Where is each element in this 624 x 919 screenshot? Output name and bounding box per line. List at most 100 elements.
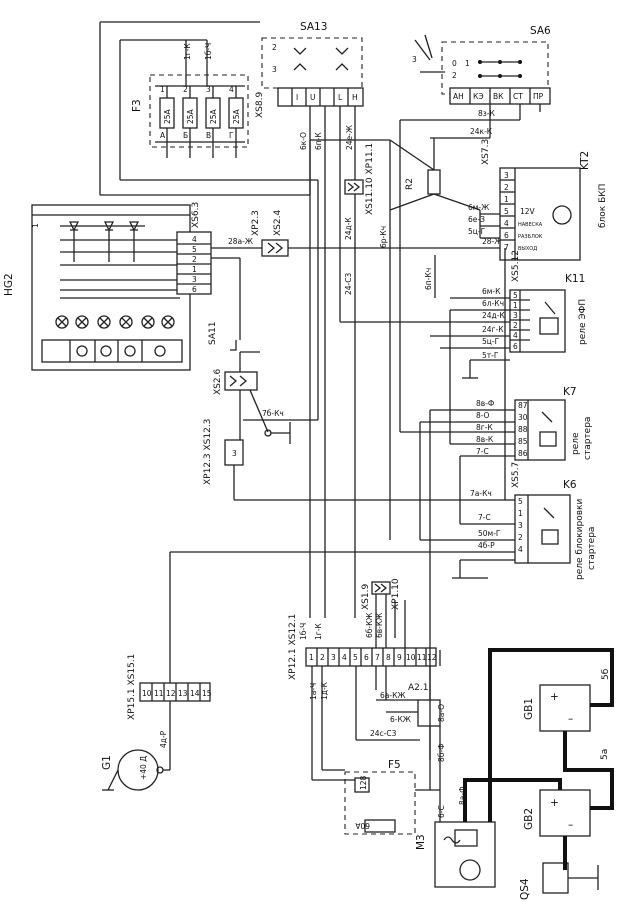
svg-text:ВЫХОД: ВЫХОД <box>518 246 537 252</box>
svg-text:2: 2 <box>513 321 518 330</box>
m3-label: M3 <box>415 834 427 850</box>
kt2-desc: блок БКП <box>598 184 608 228</box>
xp121-connector: XP12.1 XS12.1 1 2 3 4 5 6 7 8 9 10 11 12… <box>288 614 441 780</box>
k7-desc-2: стартера <box>583 417 593 460</box>
svg-text:Г: Г <box>229 131 234 140</box>
xp151-connector: XP15.1 XS15.1 10 11 12 13 14 15 4д-Р <box>127 552 212 760</box>
svg-text:3: 3 <box>232 449 237 458</box>
svg-text:7: 7 <box>375 653 380 662</box>
svg-text:4: 4 <box>342 653 347 662</box>
svg-text:6а-КЖ: 6а-КЖ <box>380 691 405 700</box>
svg-text:24д-К: 24д-К <box>482 311 505 320</box>
svg-text:5: 5 <box>192 245 197 254</box>
svg-text:6к-О: 6к-О <box>299 132 308 150</box>
xs63-connector: XS6.3 4 5 2 1 3 6 <box>176 202 212 295</box>
svg-text:5а: 5а <box>600 749 610 760</box>
kt2-block: KT2 блок БКП XS7.3 3 2 1 5 4 6 7 12V НАВ… <box>468 139 608 261</box>
svg-text:–: – <box>568 713 573 725</box>
svg-text:30: 30 <box>518 413 528 422</box>
svg-text:1г-К: 1г-К <box>183 43 192 60</box>
sa13-switch: SA13 2 3 I U L H XS8.9 6к-О 6п-К 24е-Ж <box>255 21 364 618</box>
svg-text:12V: 12V <box>520 207 536 216</box>
f3-fuse-block: F3 25А 25А 25А 25А 1 2 3 4 А Б В Г 1г-К … <box>99 21 318 196</box>
svg-text:8з-К: 8з-К <box>478 109 495 118</box>
svg-text:12: 12 <box>427 653 437 662</box>
svg-text:6л-Кч: 6л-Кч <box>482 299 504 308</box>
svg-text:24г-К: 24г-К <box>482 325 504 334</box>
sa11-switch: SA11 XS2.6 <box>208 322 291 444</box>
svg-text:85: 85 <box>518 437 528 446</box>
svg-text:3: 3 <box>272 65 277 74</box>
xs24-label: XS2.4 <box>273 210 283 236</box>
svg-text:АН: АН <box>453 92 464 101</box>
gb1-label: GB1 <box>523 698 535 720</box>
svg-text:5: 5 <box>353 653 358 662</box>
sa13-label: SA13 <box>300 21 327 33</box>
svg-text:88: 88 <box>518 425 528 434</box>
sa6-label: SA6 <box>530 25 551 37</box>
hg2-lamps <box>55 315 175 329</box>
svg-text:24с-С3: 24с-С3 <box>370 729 397 738</box>
g1-generator: G1 +40 Д <box>101 749 171 791</box>
m3-starter: M3 6-С 8а-Ф <box>415 786 496 888</box>
battery-gb1: GB1 + – <box>523 684 591 732</box>
svg-text:8в-К: 8в-К <box>476 435 494 444</box>
svg-text:6: 6 <box>364 653 369 662</box>
svg-text:1б-Ч: 1б-Ч <box>204 43 213 60</box>
svg-text:5т-Г: 5т-Г <box>482 351 499 360</box>
svg-text:128: 128 <box>359 775 368 790</box>
svg-text:10: 10 <box>406 653 416 662</box>
xs512-label: XS5.12 <box>511 250 521 282</box>
svg-text:Б: Б <box>183 131 188 140</box>
svg-text:L: L <box>338 93 343 102</box>
xs26-label: XS2.6 <box>213 369 223 395</box>
svg-text:4: 4 <box>518 545 523 554</box>
svg-text:7а-Кч: 7а-Кч <box>470 489 492 498</box>
xp23-label: XP2.3 <box>251 210 261 236</box>
svg-text:1а-Ч: 1а-Ч <box>309 683 318 700</box>
xp23-connector: 28а-Ж XP2.3 XS2.4 28-Ж <box>211 210 502 257</box>
battery-gb2: GB2 + – <box>523 789 591 837</box>
svg-text:3: 3 <box>518 521 523 530</box>
svg-text:1г-К: 1г-К <box>314 623 323 640</box>
svg-text:3: 3 <box>192 275 197 284</box>
svg-text:1: 1 <box>160 85 165 94</box>
svg-text:11: 11 <box>417 653 427 662</box>
svg-text:6: 6 <box>513 342 518 351</box>
svg-text:+: + <box>550 797 559 809</box>
svg-text:1: 1 <box>518 509 523 518</box>
svg-text:В: В <box>206 131 211 140</box>
svg-text:2: 2 <box>320 653 325 662</box>
qs4-switch: QS4 <box>519 862 599 900</box>
svg-text:14: 14 <box>190 689 200 698</box>
svg-text:50м-Г: 50м-Г <box>478 529 501 538</box>
svg-text:4б-Р: 4б-Р <box>478 541 495 550</box>
svg-text:8в-Ф: 8в-Ф <box>476 399 495 408</box>
svg-text:0: 0 <box>452 59 457 68</box>
svg-text:24к-К: 24к-К <box>470 127 493 136</box>
k7-relay: K7 реле стартера 87 30 88 85 86 8в-Ф 8-О… <box>400 386 593 461</box>
kt2-label: KT2 <box>579 151 591 170</box>
svg-text:7б-Кч: 7б-Кч <box>262 409 284 418</box>
xs19-connector: XS1.9 XP1.10 6б-КЖ 6в-КЖ <box>361 578 401 648</box>
svg-text:2: 2 <box>504 183 509 192</box>
svg-text:6: 6 <box>504 231 509 240</box>
svg-text:2: 2 <box>192 255 197 264</box>
svg-text:СТ: СТ <box>513 92 523 101</box>
svg-text:8а-О: 8а-О <box>437 704 446 722</box>
svg-text:2: 2 <box>183 85 188 94</box>
svg-text:24-С3: 24-С3 <box>344 273 353 295</box>
xp151-label: XP15.1 XS15.1 <box>127 654 137 720</box>
svg-text:6м-К: 6м-К <box>482 287 501 296</box>
svg-text:25А: 25А <box>163 108 172 124</box>
svg-text:28а-Ж: 28а-Ж <box>228 237 253 246</box>
svg-text:6п-К: 6п-К <box>314 132 323 150</box>
svg-text:8б-Ф: 8б-Ф <box>437 743 446 762</box>
svg-text:24д-К: 24д-К <box>344 217 353 240</box>
svg-text:+: + <box>550 691 559 703</box>
svg-text:НАВЕСКА: НАВЕСКА <box>518 222 543 228</box>
svg-text:6п-Кч: 6п-Кч <box>424 268 433 290</box>
svg-text:6р-Кч: 6р-Кч <box>379 226 388 248</box>
svg-text:4: 4 <box>229 85 234 94</box>
svg-text:4: 4 <box>513 331 518 340</box>
